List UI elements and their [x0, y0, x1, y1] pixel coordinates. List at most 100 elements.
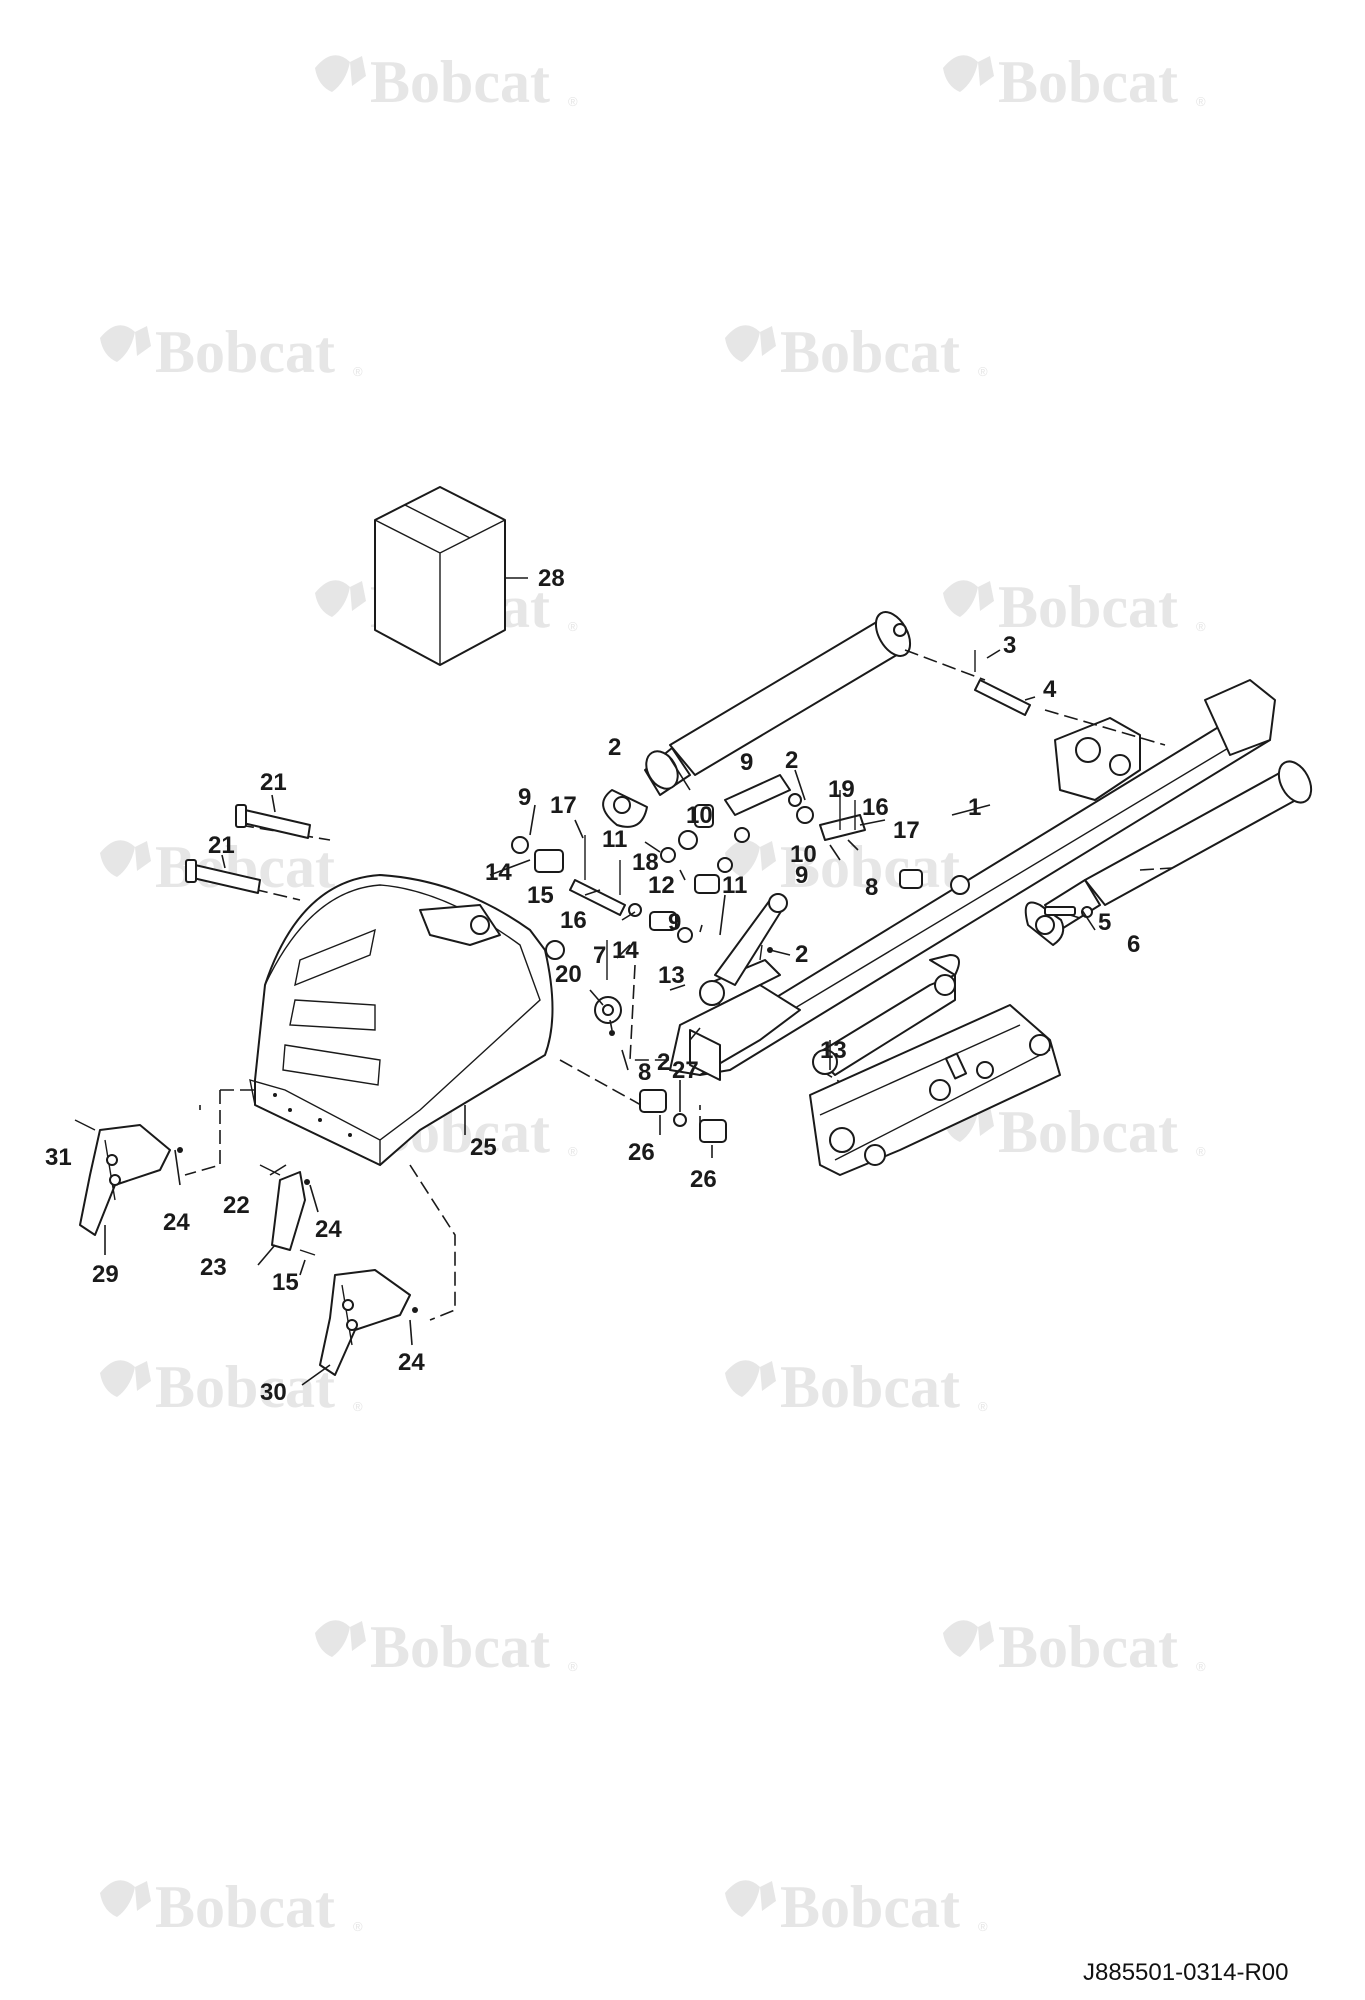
callout-17: 17: [893, 817, 920, 844]
callout-16: 16: [560, 907, 587, 934]
callout-2: 2: [795, 941, 808, 968]
callout-11: 11: [722, 872, 747, 899]
bobcat-logo-icon: [100, 840, 151, 877]
watermark-text: Bobcat: [780, 319, 960, 385]
watermark-text: Bobcat: [998, 1614, 1178, 1680]
callout-8: 8: [638, 1059, 651, 1086]
callout-24: 24: [315, 1216, 342, 1243]
bobcat-logo-icon: [943, 1620, 994, 1657]
watermark-registered: ®: [978, 1919, 988, 1934]
part-26-bushings: [639, 1089, 727, 1143]
callout-10: 10: [686, 802, 713, 829]
bobcat-watermark: Bobcat ®: [725, 1874, 988, 1940]
callout-20: 20: [555, 961, 582, 988]
callout-4: 4: [1043, 676, 1057, 703]
bobcat-watermark: Bobcat ®: [943, 574, 1206, 640]
quick-coupler: [809, 1004, 1061, 1176]
bobcat-watermark: Bobcat ®: [943, 1614, 1206, 1680]
bobcat-logo-icon: [100, 325, 151, 362]
callout-14: 14: [612, 937, 639, 964]
part-top-cylinder: [602, 611, 912, 828]
callout-24: 24: [163, 1209, 190, 1236]
bobcat-watermark: Bobcat ®: [725, 319, 988, 385]
watermark-text: Bobcat: [998, 1099, 1178, 1165]
bobcat-watermark: Bobcat ®: [100, 319, 363, 385]
watermark-registered: ®: [1196, 619, 1206, 634]
watermark-text: Bobcat: [780, 1874, 960, 1940]
watermark-text: Bobcat: [998, 49, 1178, 115]
watermark-text: Bobcat: [155, 1874, 335, 1940]
callout-22: 22: [223, 1192, 250, 1219]
callout-23: 23: [200, 1254, 227, 1281]
callout-19: 19: [828, 776, 855, 803]
callout-26: 26: [690, 1166, 717, 1193]
callout-3: 3: [1003, 632, 1016, 659]
callout-1: 1: [968, 794, 981, 821]
callout-2: 2: [657, 1049, 670, 1076]
bobcat-watermark: Bobcat ®: [943, 1099, 1206, 1165]
leader-lines: [174, 649, 1096, 1346]
bobcat-logo-icon: [725, 325, 776, 362]
watermark-registered: ®: [353, 1399, 363, 1414]
callout-13: 13: [658, 962, 685, 989]
callout-26: 26: [628, 1139, 655, 1166]
bobcat-logo-icon: [315, 55, 366, 92]
watermark-registered: ®: [568, 1144, 578, 1159]
part-29-side-cutter: [79, 1124, 171, 1255]
callout-13: 13: [820, 1037, 847, 1064]
bobcat-watermark: Bobcat ®: [725, 1354, 988, 1420]
watermark-text: Bobcat: [780, 834, 960, 900]
callout-9: 9: [518, 784, 531, 811]
watermark-registered: ®: [568, 94, 578, 109]
callout-2: 2: [608, 734, 621, 761]
part-30-side-cutter: [301, 1269, 411, 1386]
callout-15: 15: [527, 882, 554, 909]
callout-7: 7: [593, 942, 606, 969]
bobcat-logo-icon: [943, 55, 994, 92]
watermark-text: Bobcat: [998, 574, 1178, 640]
callout-2: 2: [785, 747, 798, 774]
callout-18: 18: [632, 849, 659, 876]
document-number: J885501-0314-R00: [1083, 1959, 1289, 1986]
watermark-registered: ®: [353, 364, 363, 379]
callout-17: 17: [550, 792, 577, 819]
callout-27: 27: [672, 1057, 699, 1084]
watermark-registered: ®: [353, 1919, 363, 1934]
watermark-text: Bobcat: [370, 49, 550, 115]
callout-29: 29: [92, 1261, 119, 1288]
callout-24: 24: [398, 1349, 425, 1376]
watermark-text: Bobcat: [155, 319, 335, 385]
watermark-registered: ®: [978, 1399, 988, 1414]
callout-21: 21: [260, 769, 287, 796]
callout-10: 10: [790, 841, 817, 868]
bobcat-logo-icon: [725, 1360, 776, 1397]
watermark-text: Bobcat: [780, 1354, 960, 1420]
callout-11: 11: [602, 826, 627, 853]
bobcat-logo-icon: [315, 580, 366, 617]
callout-31: 31: [45, 1144, 72, 1171]
watermark-registered: ®: [568, 619, 578, 634]
callout-8: 8: [865, 874, 878, 901]
callout-21: 21: [208, 832, 235, 859]
callout-30: 30: [260, 1379, 287, 1406]
part-28-box: [374, 486, 528, 666]
callout-labels: 1 2 2 2 2 3 4 5 6 7 8 8 9 9 9 9 10 10 11…: [45, 565, 1140, 1406]
bobcat-logo-icon: [943, 580, 994, 617]
bobcat-watermark: Bobcat ®: [100, 1354, 363, 1420]
callout-9: 9: [740, 749, 753, 776]
part-13-links: [669, 893, 960, 1081]
bobcat-watermark: Bobcat ®: [943, 49, 1206, 115]
bobcat-watermark: Bobcat ®: [100, 1874, 363, 1940]
bobcat-logo-icon: [100, 1880, 151, 1917]
callout-5: 5: [1098, 909, 1111, 936]
watermark-registered: ®: [1196, 94, 1206, 109]
callout-16: 16: [862, 794, 889, 821]
bobcat-watermark: Bobcat ®: [725, 834, 988, 900]
watermark-registered: ®: [1196, 1659, 1206, 1674]
bobcat-logo-icon: [315, 1620, 366, 1657]
hardware-cluster: [74, 650, 1093, 1313]
part-right-cylinder: [1024, 760, 1313, 946]
part-21-pins: [185, 794, 311, 894]
bobcat-watermark: Bobcat ®: [315, 49, 578, 115]
